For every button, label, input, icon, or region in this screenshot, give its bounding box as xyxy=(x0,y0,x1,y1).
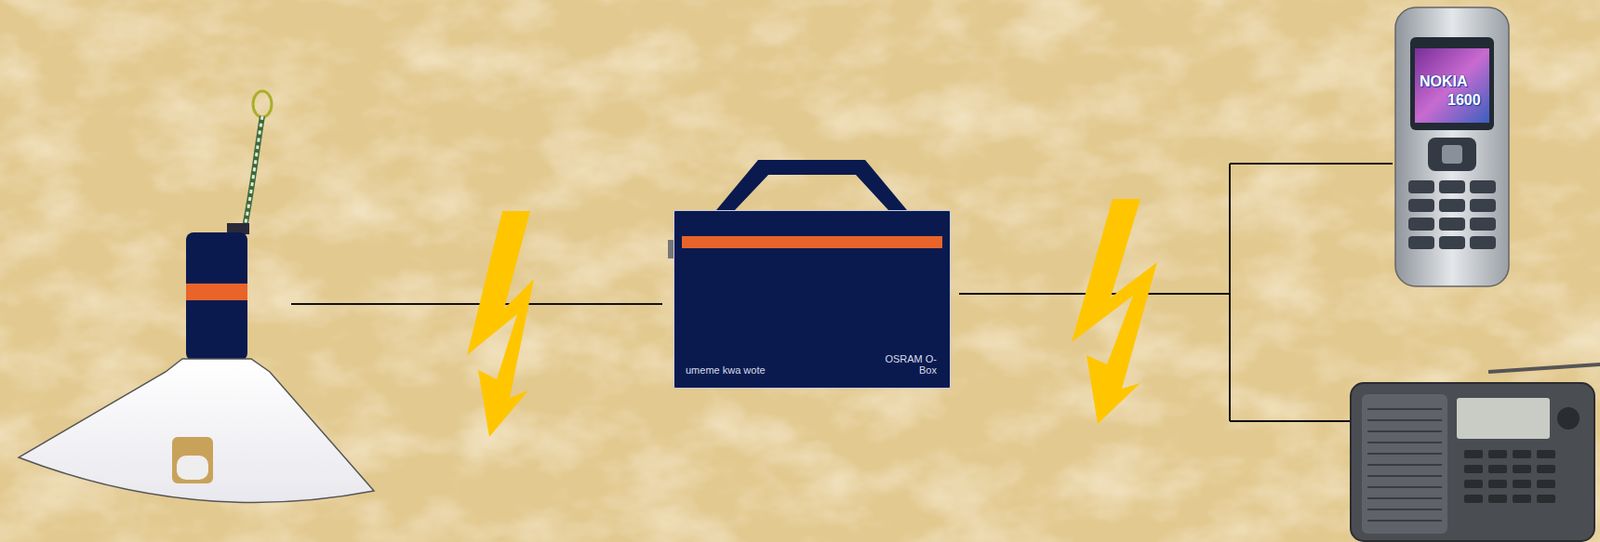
radio xyxy=(1350,364,1600,542)
screen-text: 1600 xyxy=(1447,93,1481,108)
phone xyxy=(1395,7,1509,287)
box-text: OSRAM O-Box xyxy=(880,353,937,377)
box-text: umeme kwa wote xyxy=(685,364,766,377)
screen-text: NOKIA xyxy=(1419,74,1468,90)
lightning-symbol xyxy=(1071,199,1158,425)
box-handle xyxy=(716,160,907,211)
battery-box: umeme kwa wote OSRAM O-Box xyxy=(673,210,951,389)
lamp xyxy=(18,91,374,503)
orange-stripe xyxy=(681,236,943,249)
wire xyxy=(291,163,1393,422)
lightning-symbol xyxy=(466,211,534,438)
